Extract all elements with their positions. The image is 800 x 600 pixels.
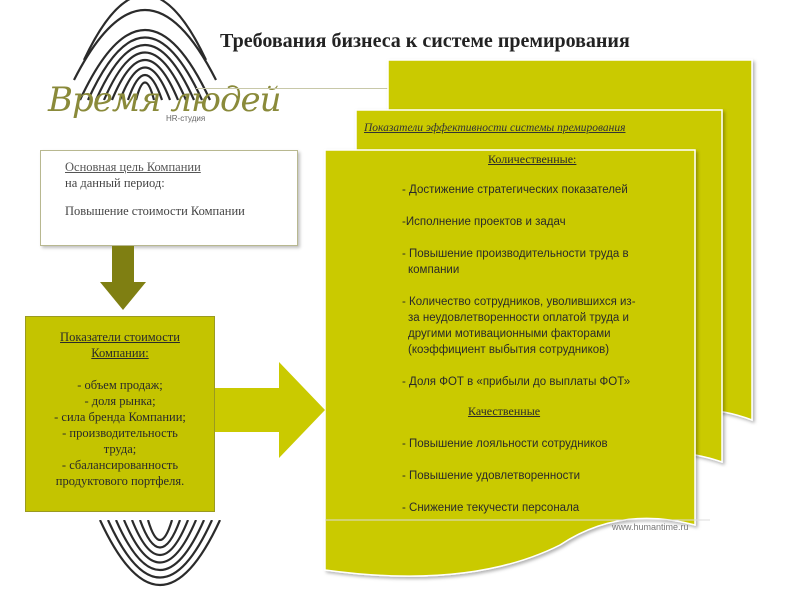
- value-item: - производительность: [62, 426, 178, 440]
- arrow-right-icon: [215, 362, 325, 458]
- value-box-title: Показатели стоимости Компании:: [60, 330, 180, 360]
- fingerprint-top-decoration: [73, 0, 217, 101]
- quantitative-item: -Исполнение проектов и задач: [402, 216, 566, 228]
- qualitative-item: - Снижение текучести персонала: [402, 502, 580, 514]
- goal-value: Повышение стоимости Компании: [65, 204, 245, 218]
- value-item: - доля рынка;: [84, 394, 156, 408]
- arrow-down-icon: [100, 246, 146, 310]
- quantitative-item: - Доля ФОТ в «прибыли до выплаты ФОТ»: [402, 376, 631, 388]
- website-url: www.humantime.ru: [612, 522, 689, 532]
- qualitative-heading: Качественные: [468, 404, 541, 418]
- quantitative-item: другими мотивационными факторами: [408, 328, 611, 340]
- quantitative-item: - Повышение производительности труда в: [402, 248, 629, 260]
- value-box-list: - объем продаж; - доля рынка; - сила бренд…: [26, 377, 214, 489]
- page-title: Требования бизнеса к системе премировани…: [220, 30, 630, 52]
- logo: Время людей HR-студия: [48, 80, 282, 140]
- value-item: - объем продаж;: [77, 378, 163, 392]
- fingerprint-bottom-decoration: [99, 520, 221, 587]
- quantitative-heading: Количественные:: [488, 152, 577, 166]
- company-goal-box: Основная цель Компании на данный период:…: [40, 150, 298, 246]
- logo-divider: [196, 88, 516, 89]
- value-item: труда;: [103, 442, 137, 456]
- value-item: - сила бренда Компании;: [54, 410, 186, 424]
- quantitative-item: компании: [408, 264, 460, 276]
- quantitative-item: - Количество сотрудников, уволившихся из…: [402, 296, 636, 308]
- effectiveness-title: Показатели эффективности системы премиро…: [364, 122, 626, 134]
- page-front: [324, 149, 696, 577]
- quantitative-item: (коэффициент выбытия сотрудников): [408, 344, 610, 356]
- value-item: продуктового портфеля.: [55, 474, 185, 488]
- goal-subtitle: на данный период:: [65, 176, 165, 190]
- logo-subtitle: HR-студия: [166, 114, 206, 123]
- quantitative-item: - Достижение стратегических показателей: [402, 184, 628, 196]
- qualitative-item: - Повышение удовлетворенности: [402, 470, 581, 482]
- logo-name: Время людей: [48, 80, 282, 120]
- value-item: - сбалансированность: [61, 458, 179, 472]
- company-value-box: Показатели стоимости Компании: - объем п…: [25, 316, 215, 512]
- quantitative-item: за неудовлетворенности оплатой труда и: [408, 312, 629, 324]
- goal-title: Основная цель Компании: [65, 160, 201, 174]
- qualitative-item: - Повышение лояльности сотрудников: [402, 438, 608, 450]
